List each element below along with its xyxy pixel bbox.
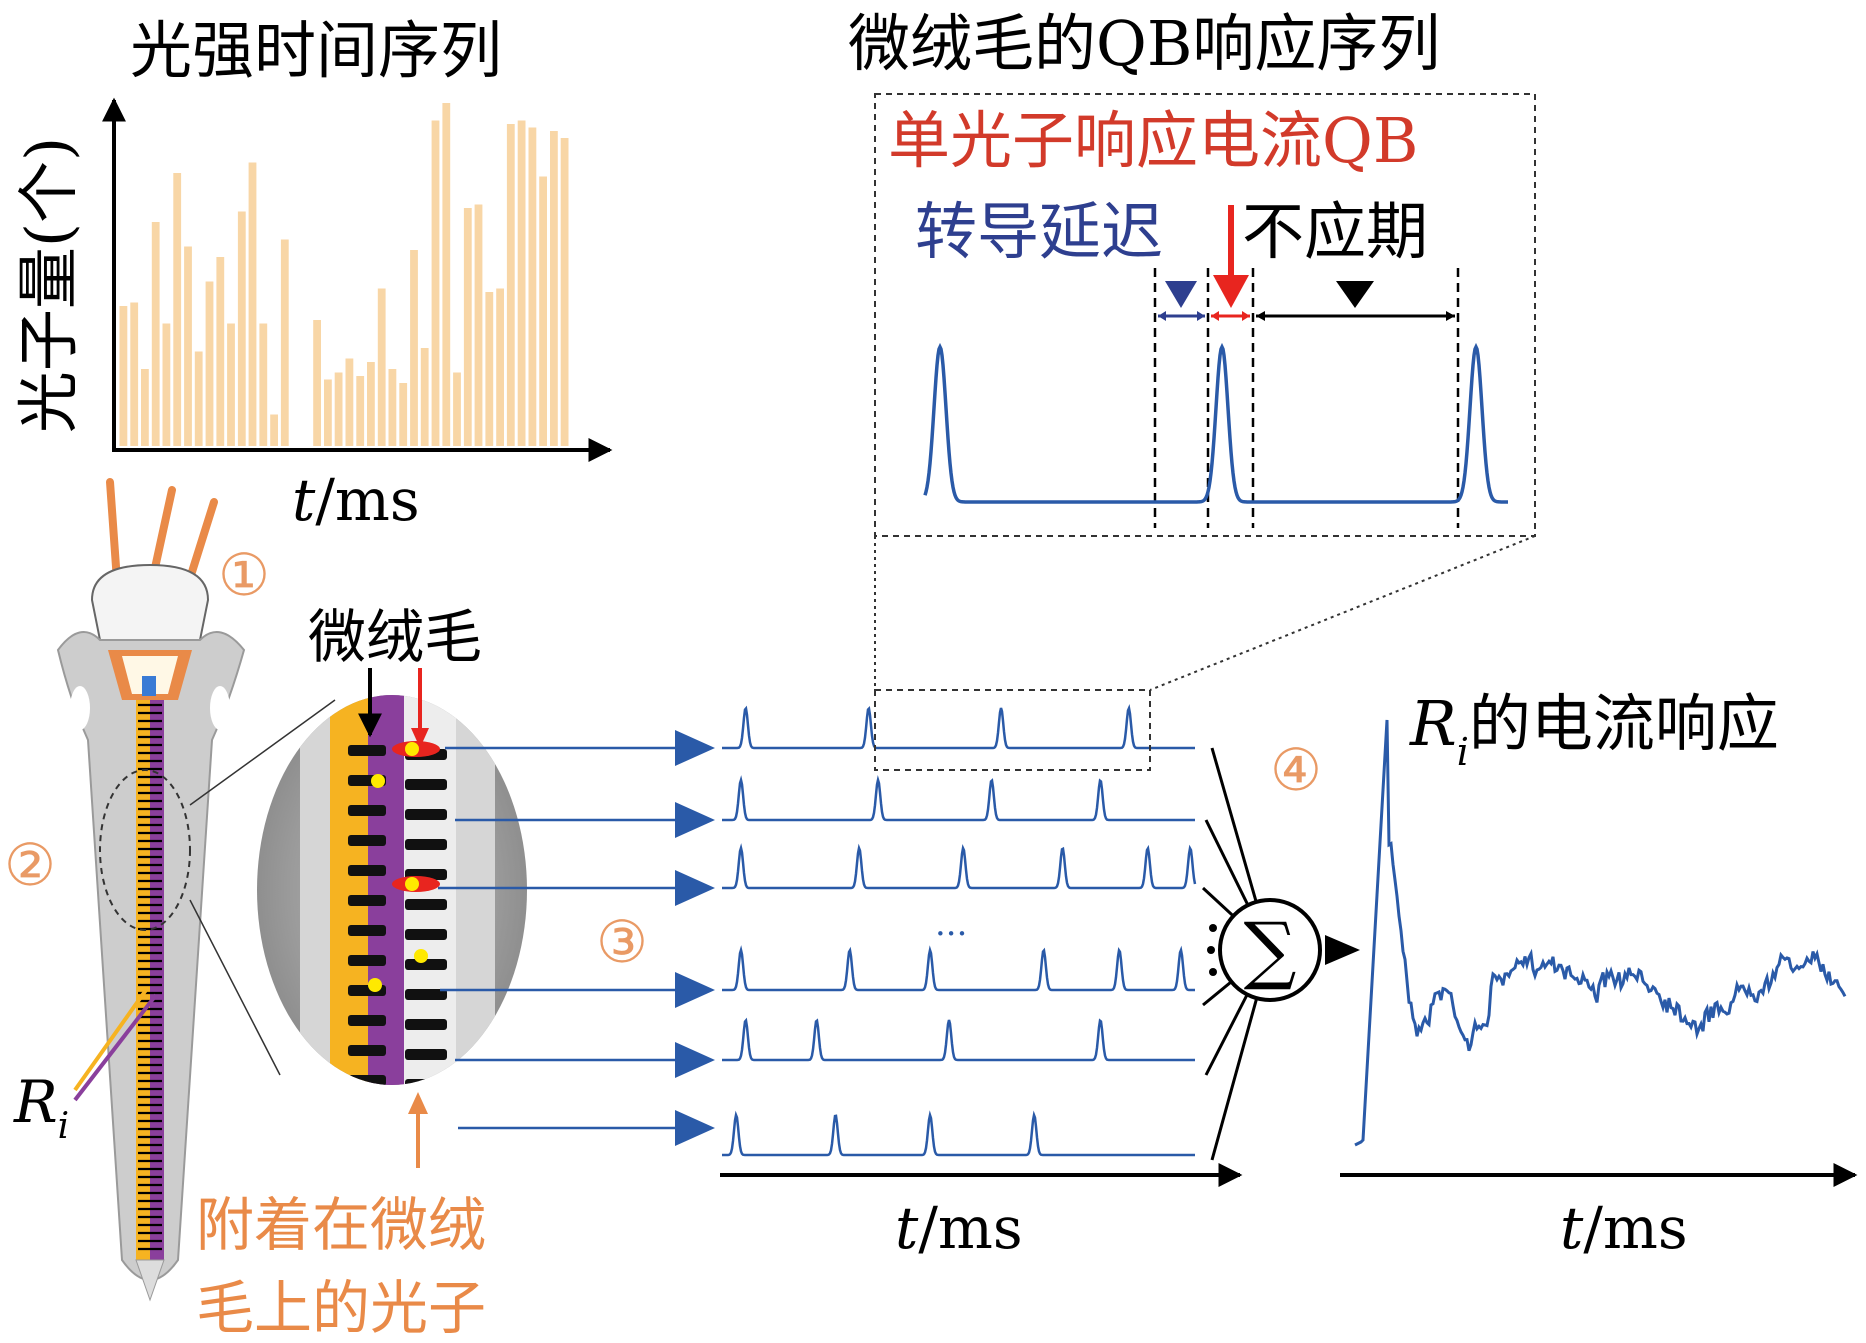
histogram-bar xyxy=(420,348,429,446)
interval-arrows xyxy=(1158,311,1455,321)
histogram-bar xyxy=(334,372,343,446)
qb-label: 单光子响应电流QB xyxy=(888,104,1418,177)
qb-trace-row xyxy=(722,775,1195,822)
histogram-bar xyxy=(431,120,440,446)
step-4-marker: ④ xyxy=(1270,736,1322,804)
qb-trace xyxy=(923,342,1508,504)
histogram-ylabel: 光子量(个) xyxy=(12,137,85,433)
histogram-bar xyxy=(496,288,504,446)
sum-symbol: ∑ xyxy=(1244,907,1297,993)
converging-line xyxy=(1202,980,1233,1007)
zoom-connectors xyxy=(874,535,1536,691)
histogram-bar xyxy=(367,362,375,446)
villus-to-trace-arrowhead xyxy=(675,1110,715,1146)
qb-trace-row xyxy=(722,1110,1195,1157)
villus-to-trace-arrowhead xyxy=(675,870,715,906)
villus-to-trace-arrowhead xyxy=(675,1042,715,1078)
photon-label-line2: 毛上的光子 xyxy=(196,1274,486,1342)
histogram-bar xyxy=(313,320,321,446)
refractory-marker xyxy=(1336,281,1374,308)
histogram-bar xyxy=(324,379,332,446)
histogram-bar xyxy=(216,257,225,446)
histogram-title: 光强时间序列 xyxy=(130,14,502,87)
histogram-bar xyxy=(151,222,160,446)
histogram-bar xyxy=(205,281,214,446)
histogram-bar xyxy=(560,138,569,446)
converging-line xyxy=(1210,747,1258,903)
histogram-bar xyxy=(237,211,246,446)
qb-trace-bank: ··· ③ t/ms xyxy=(438,689,1243,1262)
histogram-bar xyxy=(399,383,408,446)
qb-trace-row xyxy=(722,843,1197,890)
histogram-bar xyxy=(377,288,386,446)
microvilli-zoom: 微绒毛 附着在微绒 毛上的光子 xyxy=(196,603,527,1342)
histogram-bar xyxy=(528,127,537,446)
step-1-marker: ① xyxy=(218,541,270,609)
histogram-bar xyxy=(539,176,547,446)
photoreceptor-illustration: ① ② Ri xyxy=(4,478,336,1302)
histogram-bar xyxy=(506,124,515,446)
converging-line xyxy=(1204,819,1250,906)
qb-panel-title: 微绒毛的QB响应序列 xyxy=(848,7,1440,80)
histogram-bar xyxy=(388,369,397,446)
histogram-bar xyxy=(173,173,182,446)
histogram-bar xyxy=(162,323,171,446)
photon-histogram: 光强时间序列 光子量(个) t/ms xyxy=(12,14,613,534)
histogram-bar xyxy=(474,204,483,446)
villus-to-trace-arrowhead xyxy=(675,972,715,1008)
interval-dividers xyxy=(1153,268,1460,528)
histogram-bar xyxy=(442,103,451,446)
more-traces-dots: ··· xyxy=(935,914,967,954)
refractory-label: 不应期 xyxy=(1242,195,1428,268)
photon-label-line1: 附着在微绒 xyxy=(196,1191,486,1259)
villus-to-trace-arrowhead xyxy=(675,730,715,766)
qb-zoom-box xyxy=(874,93,1536,537)
ri-label: Ri xyxy=(13,1068,69,1147)
qb-response-panel: 微绒毛的QB响应序列 单光子响应电流QB 转导延迟 不应期 xyxy=(848,7,1536,537)
histogram-bar xyxy=(453,372,461,446)
qb-trace-row xyxy=(722,704,1195,750)
histogram-bar xyxy=(259,323,268,446)
histogram-bar xyxy=(517,120,526,446)
histogram-bar xyxy=(248,162,257,446)
qb-arrow-head xyxy=(1213,275,1249,308)
histogram-xlabel: t/ms xyxy=(292,466,420,534)
histogram-bar xyxy=(410,250,418,446)
histogram-bar xyxy=(130,302,139,446)
histogram-bar xyxy=(270,414,278,446)
delay-label: 转导延迟 xyxy=(915,195,1163,268)
villus-to-trace-arrowhead xyxy=(675,802,715,838)
zoom-region-marker xyxy=(99,769,191,931)
histogram-bar xyxy=(194,351,203,446)
step-2-marker: ② xyxy=(4,831,56,899)
histogram-bar xyxy=(141,369,149,446)
response-title: Ri的电流响应 xyxy=(1409,687,1779,774)
histogram-bar xyxy=(119,306,128,446)
traces-xlabel: t/ms xyxy=(895,1194,1023,1262)
histogram-bar xyxy=(345,358,354,446)
histogram-bar xyxy=(184,246,192,446)
histogram-bar xyxy=(280,239,289,446)
response-xlabel: t/ms xyxy=(1560,1194,1688,1262)
qb-trace-row xyxy=(722,945,1195,992)
qb-trace-row xyxy=(722,1017,1195,1062)
sum-circle xyxy=(1218,898,1322,1002)
response-trace xyxy=(1354,719,1847,1147)
delay-marker xyxy=(1165,281,1197,308)
summation-node: ∑ xyxy=(1201,747,1360,1161)
converging-line xyxy=(1201,886,1235,918)
microvilli-label: 微绒毛 xyxy=(308,603,482,671)
histogram-bar xyxy=(550,131,558,446)
histogram-bar xyxy=(485,292,494,446)
histogram-bar xyxy=(227,323,235,446)
histogram-bar xyxy=(356,376,365,446)
current-response: Ri的电流响应 ④ t/ms xyxy=(1270,687,1858,1262)
step-3-marker: ③ xyxy=(596,908,648,976)
trace-zoom-box xyxy=(874,689,1151,771)
converging-line xyxy=(1210,997,1259,1161)
converging-line xyxy=(1204,993,1249,1076)
histogram-bars xyxy=(119,103,569,446)
histogram-bar xyxy=(463,208,472,446)
